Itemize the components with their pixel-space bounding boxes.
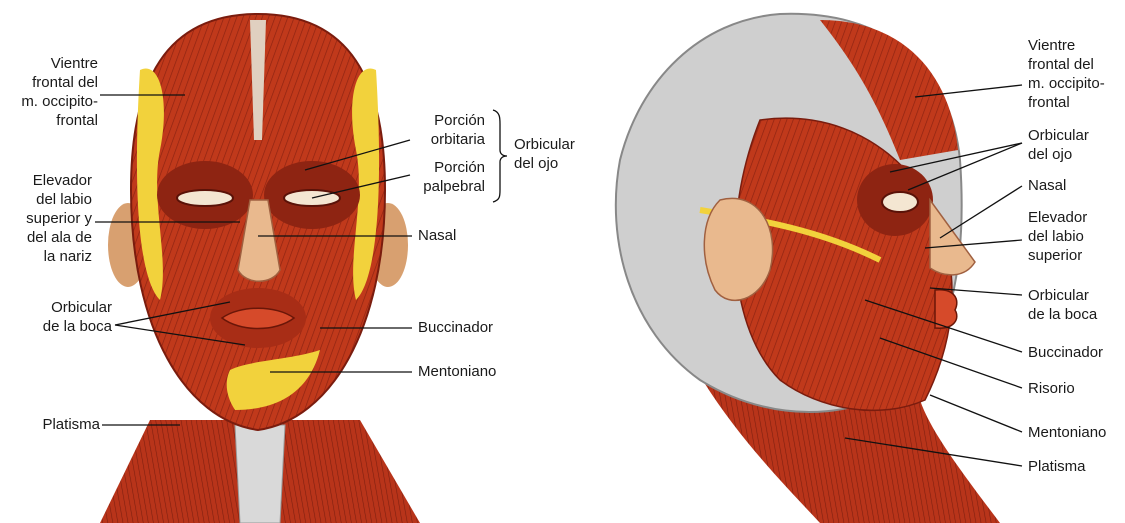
front-left-eye (177, 190, 233, 206)
label-side-platisma: Platisma (1028, 457, 1118, 476)
label-front-mentoniano: Mentoniano (418, 362, 518, 381)
side-head-illustration (616, 14, 1000, 523)
front-trachea (235, 425, 285, 523)
label-front-orbicular-boca: Orbicular de la boca (20, 298, 112, 336)
label-front-porcion-palpebral: Porción palpebral (405, 158, 485, 196)
leader-side-mentoniano (930, 395, 1022, 432)
label-front-platisma: Platisma (20, 415, 100, 434)
label-side-orbicular-boca: Orbicular de la boca (1028, 286, 1118, 324)
brace-orbicular-ojo (493, 110, 507, 202)
front-head-illustration (100, 14, 420, 523)
side-ear (704, 198, 772, 300)
label-side-mentoniano: Mentoniano (1028, 423, 1123, 442)
label-front-buccinador: Buccinador (418, 318, 518, 337)
label-side-risorio: Risorio (1028, 379, 1118, 398)
side-lips (935, 290, 957, 328)
label-side-orbicular-ojo: Orbicular del ojo (1028, 126, 1118, 164)
label-front-vientre-frontal: Vientre frontal del m. occipito- frontal (8, 54, 98, 130)
label-front-orbicular-ojo: Orbicular del ojo (514, 135, 594, 173)
label-side-elevador-labio: Elevador del labio superior (1028, 208, 1118, 265)
label-front-nasal: Nasal (418, 226, 498, 245)
label-front-elevador-labio: Elevador del labio superior y del ala de… (4, 171, 92, 266)
label-side-nasal: Nasal (1028, 176, 1118, 195)
side-eye (882, 192, 918, 212)
label-front-porcion-orbitaria: Porción orbitaria (405, 111, 485, 149)
label-side-vientre-frontal: Vientre frontal del m. occipito- frontal (1028, 36, 1123, 112)
label-side-buccinador: Buccinador (1028, 343, 1123, 362)
